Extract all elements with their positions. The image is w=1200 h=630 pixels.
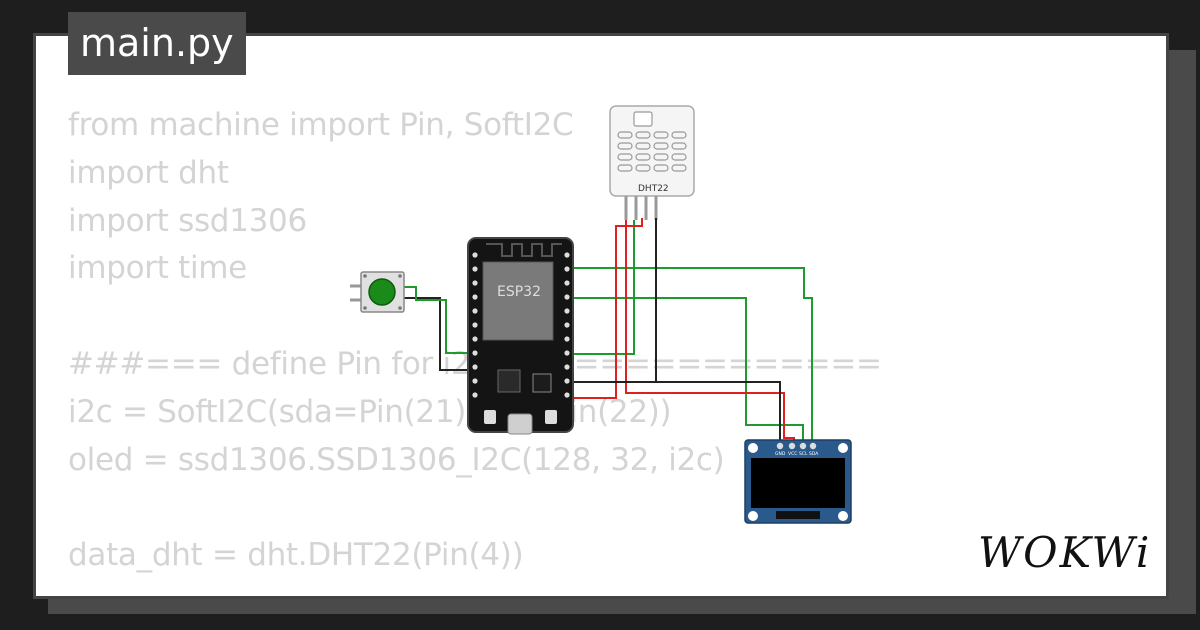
dht22-label: DHT22	[638, 184, 669, 194]
oled-pin-label: SCL	[799, 451, 808, 457]
boot-button-icon	[484, 410, 496, 424]
wire-green	[567, 297, 804, 445]
code-line: import ssd1306	[68, 202, 307, 239]
wires	[404, 218, 813, 445]
wire-green	[404, 286, 472, 354]
esp32-board[interactable]: ESP32	[467, 237, 574, 435]
code-line: data_dht = dht.DHT22(Pin(4))	[68, 537, 524, 574]
code-line: oled = ssd1306.SSD1306_I2C(128, 32, i2c)	[68, 441, 725, 478]
wire-black	[404, 297, 472, 371]
wire-red	[568, 218, 643, 399]
code-line: import time	[68, 250, 247, 287]
file-tab[interactable]: main.py	[68, 12, 246, 75]
antenna-icon	[486, 243, 562, 257]
reset-button-icon	[545, 410, 557, 424]
wire-green	[568, 220, 635, 355]
oled-display[interactable]: GND VCC SCL SDA	[744, 439, 852, 524]
code-line: import dht	[68, 154, 229, 191]
oled-pin-label: GND	[775, 451, 786, 457]
code-preview: from machine import Pin, SoftI2C import d…	[68, 102, 882, 580]
wire-black	[567, 218, 657, 383]
push-button[interactable]	[350, 271, 405, 313]
esp32-label: ESP32	[497, 284, 541, 300]
dht22-sensor[interactable]: DHT22	[609, 105, 695, 220]
button-cap-icon[interactable]	[368, 278, 396, 306]
wokwi-logo: WOKWi	[978, 528, 1152, 577]
oled-pin-label: VCC	[788, 451, 797, 457]
wire-green	[567, 267, 813, 445]
usb-port-icon	[507, 413, 533, 435]
code-line: from machine import Pin, SoftI2C	[68, 107, 574, 143]
wire-black	[567, 381, 781, 445]
oled-pin-label: SDA	[809, 451, 819, 457]
wire-red	[625, 220, 795, 445]
preview-card	[33, 33, 1169, 599]
